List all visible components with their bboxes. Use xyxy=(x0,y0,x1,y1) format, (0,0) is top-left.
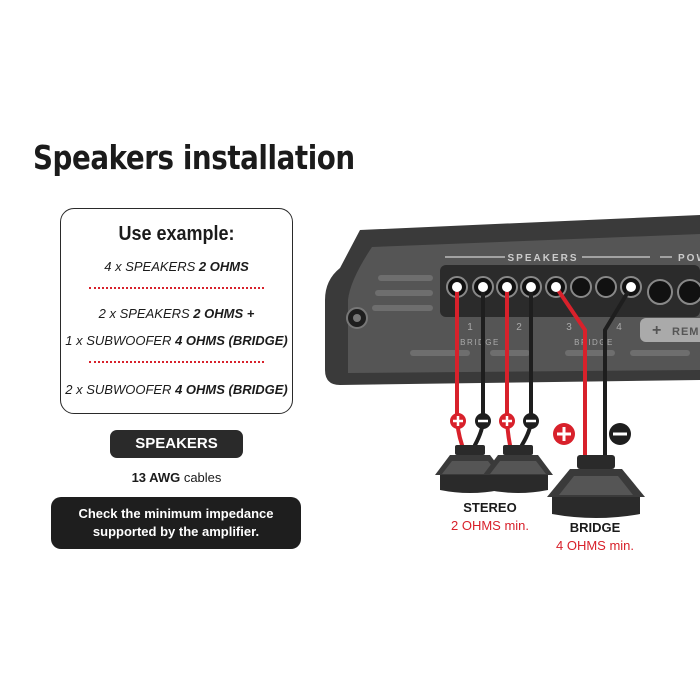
minus-icon xyxy=(475,413,491,429)
speakers-pill: SPEAKERS xyxy=(110,430,243,458)
minus-icon xyxy=(523,413,539,429)
use-example-heading: Use example: xyxy=(118,223,235,245)
example-line-2-bold: 2 OHMS + xyxy=(193,306,255,321)
page-title: Speakers installation xyxy=(33,138,355,177)
bridge-spec: 4 OHMS min. xyxy=(555,538,634,553)
separator-2 xyxy=(89,361,264,363)
example-line-4: 2 x SUBWOOFER 4 OHMS (BRIDGE) xyxy=(61,382,292,397)
wire-bridge-negative xyxy=(603,285,633,457)
example-line-2-text: 2 x SPEAKERS xyxy=(98,306,194,321)
example-line-1-text: 4 x SPEAKERS xyxy=(104,259,199,274)
terminal-caps xyxy=(452,282,636,292)
stereo-label: STEREO xyxy=(463,500,517,515)
channel-2-label: 2 xyxy=(516,322,522,333)
impedance-note: Check the minimum impedance supported by… xyxy=(51,497,301,549)
channel-3-label: 3 xyxy=(566,322,572,333)
minus-icon xyxy=(609,423,631,445)
polarity-badges xyxy=(450,413,631,445)
channel-markers: 1 2 3 4 BRIDGE BRIDGE xyxy=(460,322,622,347)
example-line-4-text: 2 x SUBWOOFER xyxy=(65,382,176,397)
plus-icon xyxy=(553,423,575,445)
cable-gauge: 13 AWG xyxy=(131,470,181,485)
speakers-label: SPEAKERS xyxy=(507,253,578,264)
stereo-spec: 2 OHMS min. xyxy=(450,518,529,533)
vent-slots xyxy=(372,275,690,356)
channel-4-label: 4 xyxy=(616,322,622,333)
example-line-2: 2 x SPEAKERS 2 OHMS + xyxy=(61,306,292,321)
example-line-4-bold: 4 OHMS (BRIDGE) xyxy=(175,382,288,397)
bridge-label: BRIDGE xyxy=(569,520,621,535)
remote-pill xyxy=(640,318,700,342)
wire-bridge-positive xyxy=(554,285,587,457)
power-label: POWE xyxy=(678,253,700,264)
remote-plus-icon: + xyxy=(652,322,661,339)
speaker-icon xyxy=(483,445,553,493)
cable-suffix: cables xyxy=(180,470,222,485)
cable-gauge-text: 13 AWG cables xyxy=(60,470,293,485)
bridge-label-2: BRIDGE xyxy=(574,338,614,347)
plus-icon xyxy=(499,413,515,429)
screw-icon xyxy=(346,307,368,329)
example-line-1: 4 x SPEAKERS 2 OHMS xyxy=(61,259,292,274)
separator-1 xyxy=(89,287,264,289)
speaker-icon xyxy=(547,455,645,518)
channel-1-label: 1 xyxy=(467,322,473,333)
remote-label: REM xyxy=(672,326,699,338)
plus-icon xyxy=(450,413,466,429)
bridge-label-1: BRIDGE xyxy=(460,338,500,347)
example-line-1-bold: 2 OHMS xyxy=(198,259,249,274)
use-example-box: Use example: 4 x SPEAKERS 2 OHMS 2 x SPE… xyxy=(60,208,293,414)
example-line-3: 1 x SUBWOOFER 4 OHMS (BRIDGE) xyxy=(61,333,292,348)
example-line-3-bold: 4 OHMS (BRIDGE) xyxy=(175,333,288,348)
example-line-3-text: 1 x SUBWOOFER xyxy=(65,333,176,348)
impedance-note-text: Check the minimum impedance supported by… xyxy=(78,506,274,539)
